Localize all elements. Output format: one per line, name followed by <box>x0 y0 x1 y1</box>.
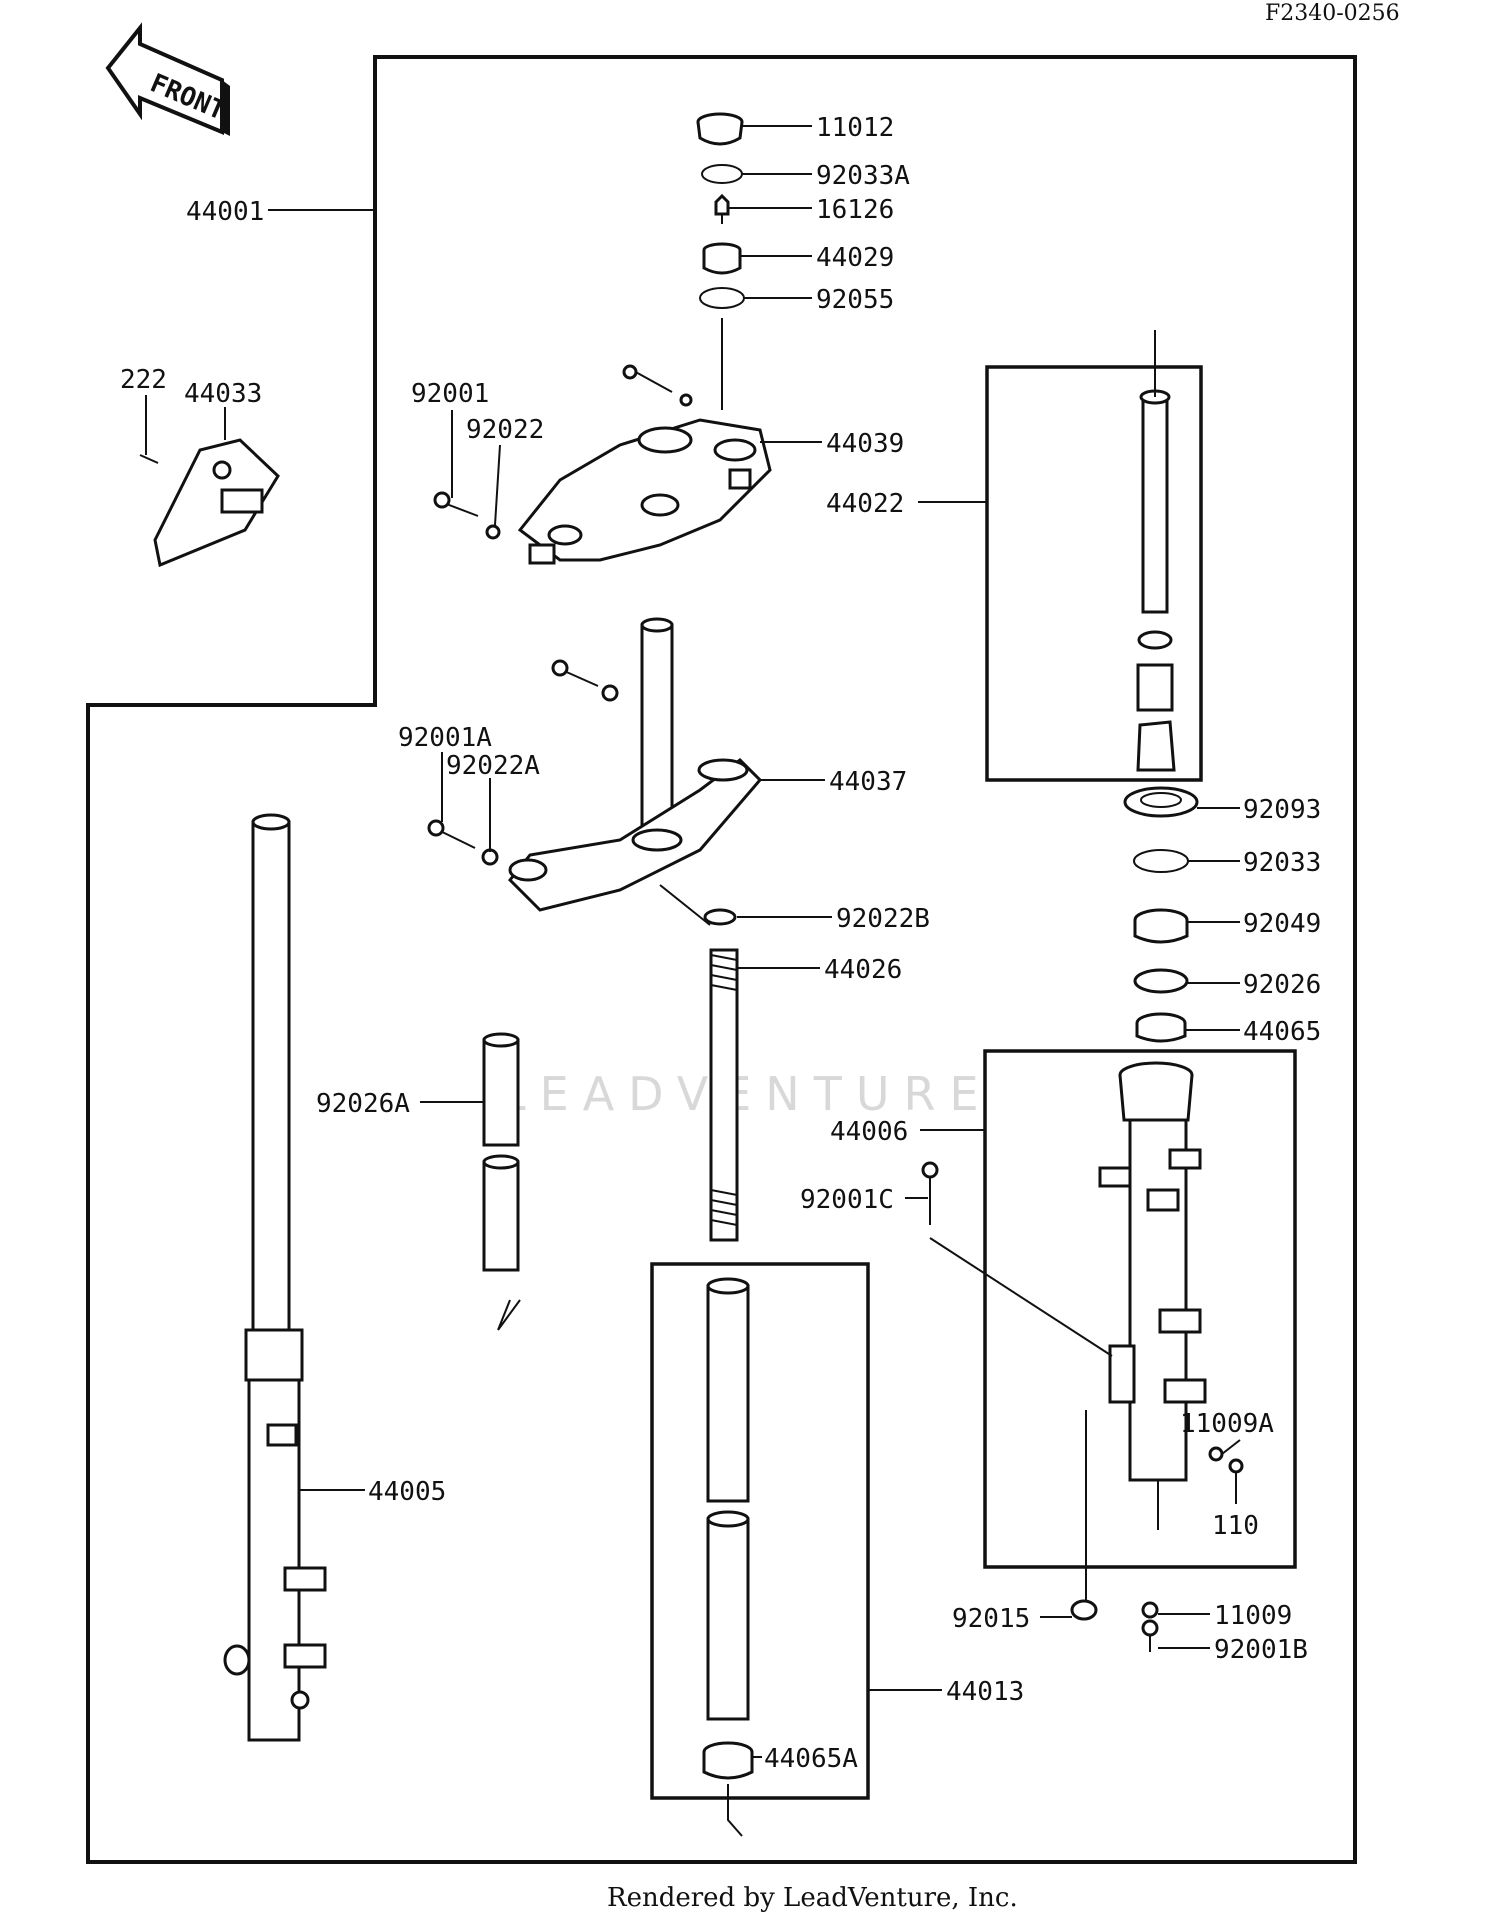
label-44005: 44005 <box>368 1477 446 1507</box>
label-92022B: 92022B <box>836 904 930 934</box>
label-44013: 44013 <box>946 1677 1024 1707</box>
label-92033: 92033 <box>1243 848 1321 878</box>
bolt-92001A <box>427 819 476 849</box>
spacer-92026A <box>482 1032 520 1272</box>
o-ring-92033A <box>701 164 743 184</box>
label-92001: 92001 <box>411 379 489 409</box>
cap-11012 <box>696 112 744 146</box>
washer-92049 <box>1133 908 1189 944</box>
label-44022: 44022 <box>826 489 904 519</box>
label-92033A: 92033A <box>816 161 910 191</box>
label-11009: 11009 <box>1214 1601 1292 1631</box>
label-92022: 92022 <box>466 415 544 445</box>
bushing-44065 <box>1135 1012 1187 1043</box>
label-92001C: 92001C <box>800 1185 894 1215</box>
label-92026A: 92026A <box>316 1089 410 1119</box>
bolt-44037 <box>551 659 619 702</box>
screw-222 <box>139 454 159 464</box>
label-11012: 11012 <box>816 113 894 143</box>
bracket-44033 <box>153 438 280 568</box>
watermark: LEADVENTURE <box>500 1067 993 1121</box>
label-44065: 44065 <box>1243 1017 1321 1047</box>
assembly-frame <box>86 55 1357 1864</box>
label-44037: 44037 <box>829 767 907 797</box>
label-11009A: 11009A <box>1180 1409 1274 1439</box>
label-92022A: 92022A <box>446 751 540 781</box>
footer-credit: Rendered by LeadVenture, Inc. <box>607 1883 1018 1913</box>
outer-tube-44006 <box>1098 1061 1207 1530</box>
label-44029: 44029 <box>816 243 894 273</box>
washer-92022A <box>481 848 499 866</box>
label-44033: 44033 <box>184 379 262 409</box>
front-arrow-icon: FRONT <box>105 22 230 136</box>
label-92093: 92093 <box>1243 795 1321 825</box>
label-92049: 92049 <box>1243 909 1321 939</box>
leader-lines <box>145 125 1241 1758</box>
bolt-92001C <box>921 1161 1113 1357</box>
label-92015: 92015 <box>952 1604 1030 1634</box>
nut-92015 <box>1070 1410 1098 1621</box>
bushing-44065A <box>702 1741 754 1780</box>
label-92026: 92026 <box>1243 970 1321 1000</box>
oil-seal-92093 <box>1123 786 1199 818</box>
label-44065A: 44065A <box>764 1744 858 1774</box>
fork-tube-44005 <box>223 813 327 1742</box>
label-44001: 44001 <box>186 197 264 227</box>
inner-tube-44013 <box>702 1277 754 1837</box>
washer-92022B <box>703 908 737 926</box>
label-110: 110 <box>1212 1511 1259 1541</box>
valve-16126 <box>714 193 730 224</box>
washer-92022 <box>485 524 501 540</box>
label-92001A: 92001A <box>398 723 492 753</box>
label-16126: 16126 <box>816 195 894 225</box>
ring-92055 <box>699 287 745 309</box>
steering-stem-44037 <box>507 617 763 912</box>
reference-code: F2340-0256 <box>1265 1 1400 26</box>
spring-44026 <box>709 948 739 1242</box>
label-92001B: 92001B <box>1214 1635 1308 1665</box>
upper-bracket-44039 <box>517 418 772 565</box>
washer-11009A <box>1208 1446 1224 1462</box>
label-222: 222 <box>120 365 167 395</box>
collar-44029 <box>702 242 742 275</box>
ring-92033 <box>1133 849 1189 873</box>
bushing-92026 <box>1133 968 1189 994</box>
label-44026: 44026 <box>824 955 902 985</box>
screw-110 <box>1228 1458 1244 1490</box>
label-44006: 44006 <box>830 1117 908 1147</box>
part-labels: 11012 92033A 16126 44029 92055 44001 222… <box>120 113 1321 1774</box>
box-44013 <box>650 1262 870 1800</box>
bolt-92001B <box>1141 1619 1159 1652</box>
box-44022 <box>985 365 1203 782</box>
bolt-upper <box>622 364 693 407</box>
damper-rod-44022 <box>1136 330 1176 772</box>
label-92055: 92055 <box>816 285 894 315</box>
washer-11009 <box>1141 1601 1159 1619</box>
box-44006 <box>983 1049 1297 1569</box>
bolt-92001 <box>433 491 479 517</box>
label-44039: 44039 <box>826 429 904 459</box>
